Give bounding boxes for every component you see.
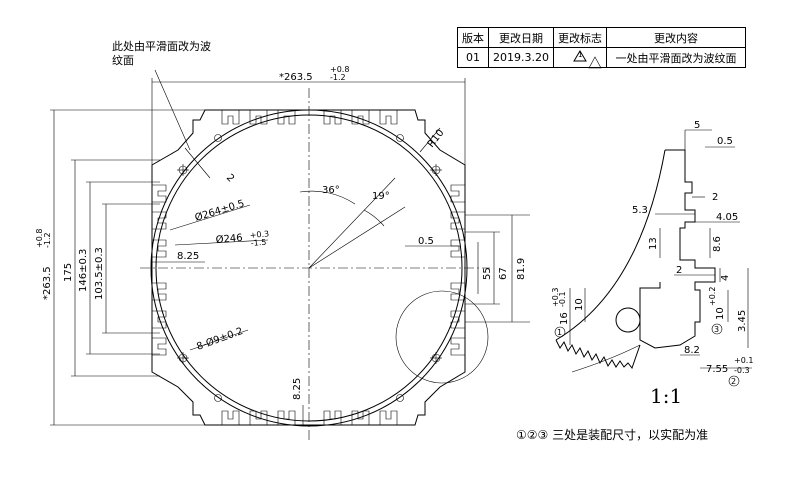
bore-inner-circle — [155, 114, 463, 422]
detail-dim-755-upper: +0.1 — [734, 356, 753, 365]
detail-dim-755-lower: -0.3 — [734, 366, 750, 375]
detail-corrugated-edge — [555, 339, 641, 370]
dim-05-right: 0.5 — [418, 236, 434, 247]
r10-leader — [419, 127, 441, 153]
dim-angle-19: 19° — [372, 191, 390, 202]
detail-dim-405: 4.05 — [716, 212, 738, 223]
detail-inner-arc — [571, 344, 641, 373]
detail-callout-circle — [395, 290, 489, 384]
table-row: 01 2019.3.20 1 一处由平滑面改为波纹面 — [457, 47, 746, 68]
detail-dim-10-right: 10 — [715, 307, 726, 320]
revision-header-mark: 更改标志 — [552, 27, 607, 48]
angle-line-36 — [308, 177, 396, 269]
modification-leader-2 — [184, 147, 211, 179]
angle-arc-19 — [363, 209, 385, 227]
dim-2: 2 — [224, 172, 236, 184]
dim-r10: R10 — [426, 128, 447, 150]
assembly-note: ①②③ 三处是装配尺寸，以实配为准 — [516, 428, 709, 442]
detail-dim-2b: 2 — [676, 265, 682, 276]
revision-date: 2019.3.20 — [488, 47, 554, 68]
detail-scale: 1:1 — [650, 384, 683, 408]
detail-dim-16-upper: +0.3 — [551, 288, 560, 307]
d246-leader — [174, 239, 269, 246]
revision-version: 01 — [457, 47, 489, 68]
housing-outline — [151, 109, 466, 426]
dim-holes: 8-Ø9±0.2 — [195, 325, 245, 353]
detail-outer-arc — [555, 149, 666, 341]
revision-mark-triangle-icon: 1 — [573, 50, 587, 62]
detail-view-labels: 5 0.5 2 5.3 4.05 13 8.6 2 4 10 16 +0.3 -… — [551, 120, 753, 387]
revision-content: 一处由平滑面改为波纹面 — [605, 47, 746, 68]
dim-175: 175 — [63, 263, 74, 282]
circle-marker-1: 1 — [554, 326, 566, 338]
detail-dim-755: 7.55 — [706, 364, 728, 375]
dim-146: 146±0.3 — [78, 249, 89, 292]
dim-819: 81.9 — [516, 258, 527, 280]
detail-dim-16: 16 — [559, 312, 570, 325]
svg-text:3: 3 — [714, 325, 719, 334]
circle-marker-3: 3 — [711, 323, 723, 335]
revision-table-header: 版本 更改日期 更改标志 更改内容 — [457, 27, 746, 48]
dim-top-tol-upper: +0.8 — [330, 65, 349, 74]
bottom-fins — [221, 410, 398, 425]
dim-d264: Ø264±0.5 — [193, 197, 246, 223]
holes-leader — [189, 329, 249, 351]
angle-line-19 — [308, 206, 406, 269]
revision-header-date: 更改日期 — [488, 27, 554, 48]
detail-dim-4: 4 — [720, 275, 731, 281]
dim-d246-upper: +0.3 — [249, 229, 269, 240]
detail-view — [555, 129, 752, 373]
dim-55: 55 — [482, 267, 493, 280]
detail-profile — [639, 149, 716, 349]
dim-angle-36: 36° — [322, 185, 340, 196]
dim-top-width: *263.5 — [279, 72, 313, 83]
detail-dim-16-lower: -0.1 — [558, 291, 567, 307]
circle-marker-2: 2 — [728, 375, 740, 387]
svg-text:1: 1 — [557, 328, 562, 337]
revision-table: 版本 更改日期 更改标志 更改内容 01 2019.3.20 1 一处由平滑面改… — [457, 27, 746, 68]
detail-dim-10-right-tol: +0.2 — [708, 287, 717, 306]
dim-left-tol-upper: +0.8 — [35, 229, 44, 248]
revision-header-content: 更改内容 — [605, 27, 746, 48]
dim-825-bottom: 8.25 — [292, 378, 303, 400]
detail-dim-5: 5 — [694, 120, 700, 131]
modification-note: 此处由平滑面改为波纹面 — [112, 40, 211, 67]
detail-hole — [615, 307, 641, 333]
revision-header-version: 版本 — [457, 27, 489, 48]
revision-mark: 1 — [552, 47, 607, 68]
right-fins — [450, 184, 465, 356]
dim-825-left: 8.25 — [177, 251, 199, 262]
dim-103: 103.5±0.3 — [94, 247, 105, 300]
detail-dim-53: 5.3 — [632, 205, 648, 216]
dim-left-height: *263.5 — [42, 266, 53, 300]
bore-outer-circle — [150, 109, 468, 427]
dim-d246: Ø246 — [215, 232, 243, 246]
dim-d246-lower: -1.5 — [250, 238, 266, 248]
dim-left-tol-lower: -1.2 — [43, 232, 52, 248]
detail-dim-2a: 2 — [712, 192, 718, 203]
main-view-labels: *263.5 +0.8 -1.2 *263.5 +0.8 -1.2 175 14… — [35, 65, 527, 400]
left-fins — [152, 184, 167, 356]
mounting-holes — [177, 134, 442, 402]
detail-dim-86: 8.6 — [712, 236, 723, 252]
detail-dim-13: 13 — [648, 237, 659, 250]
detail-dim-345: 3.45 — [737, 310, 748, 332]
main-view — [50, 69, 530, 440]
dim-top-tol-lower: -1.2 — [330, 73, 346, 82]
detail-dim-82: 8.2 — [684, 345, 700, 356]
top-fins — [221, 110, 398, 125]
detail-dim-10: 10 — [574, 298, 585, 311]
d264-leader — [169, 204, 251, 231]
dim-67: 67 — [498, 267, 509, 280]
angle-arc-36 — [299, 190, 356, 205]
detail-dim-05: 0.5 — [717, 136, 733, 147]
svg-text:2: 2 — [731, 377, 736, 386]
